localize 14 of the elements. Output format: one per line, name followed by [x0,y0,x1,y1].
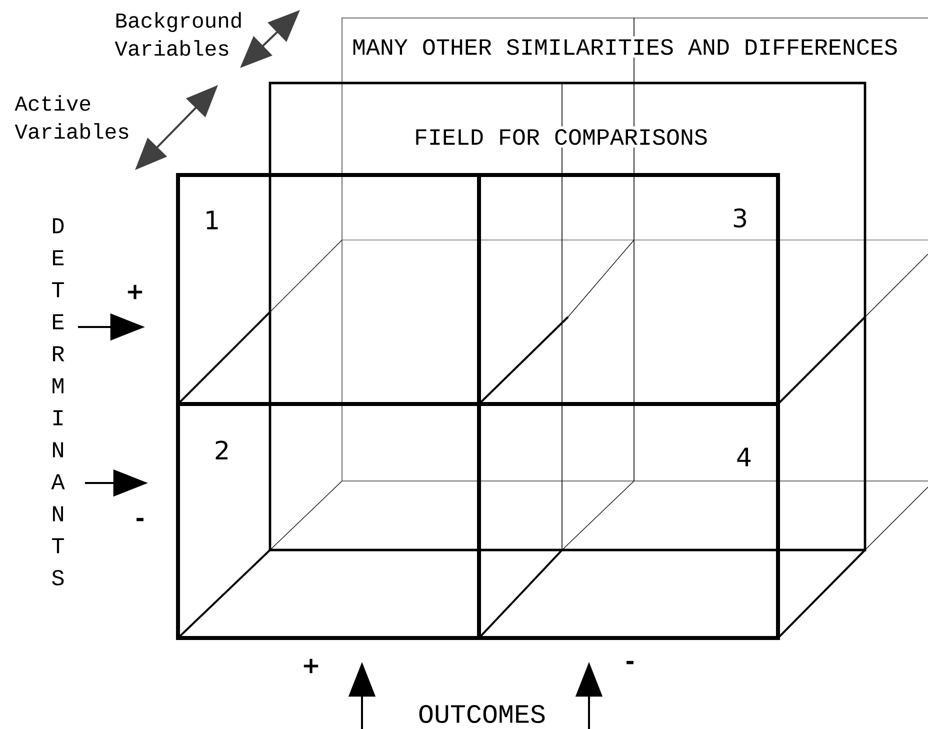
callout-number: 3 [734,208,746,228]
callout-number: 4 [737,448,751,466]
axis-label: Active Variables [14,95,128,139]
sign-label: - [136,518,144,522]
axis-label: Background Variables [114,12,241,56]
sign-label: + [304,658,318,674]
callout-number: 1 [206,210,218,230]
callout-number: 2 [216,440,228,460]
panel-label: MANY OTHER SIMILARITIES AND DIFFERENCES [349,36,901,58]
panel-label: FIELD FOR COMPARISONS [411,126,711,148]
axis-label: OUTCOMES [419,704,545,724]
vertical-label: DETERMINANTS [51,218,65,586]
sign-label: + [128,284,142,300]
sign-label: - [626,660,634,664]
